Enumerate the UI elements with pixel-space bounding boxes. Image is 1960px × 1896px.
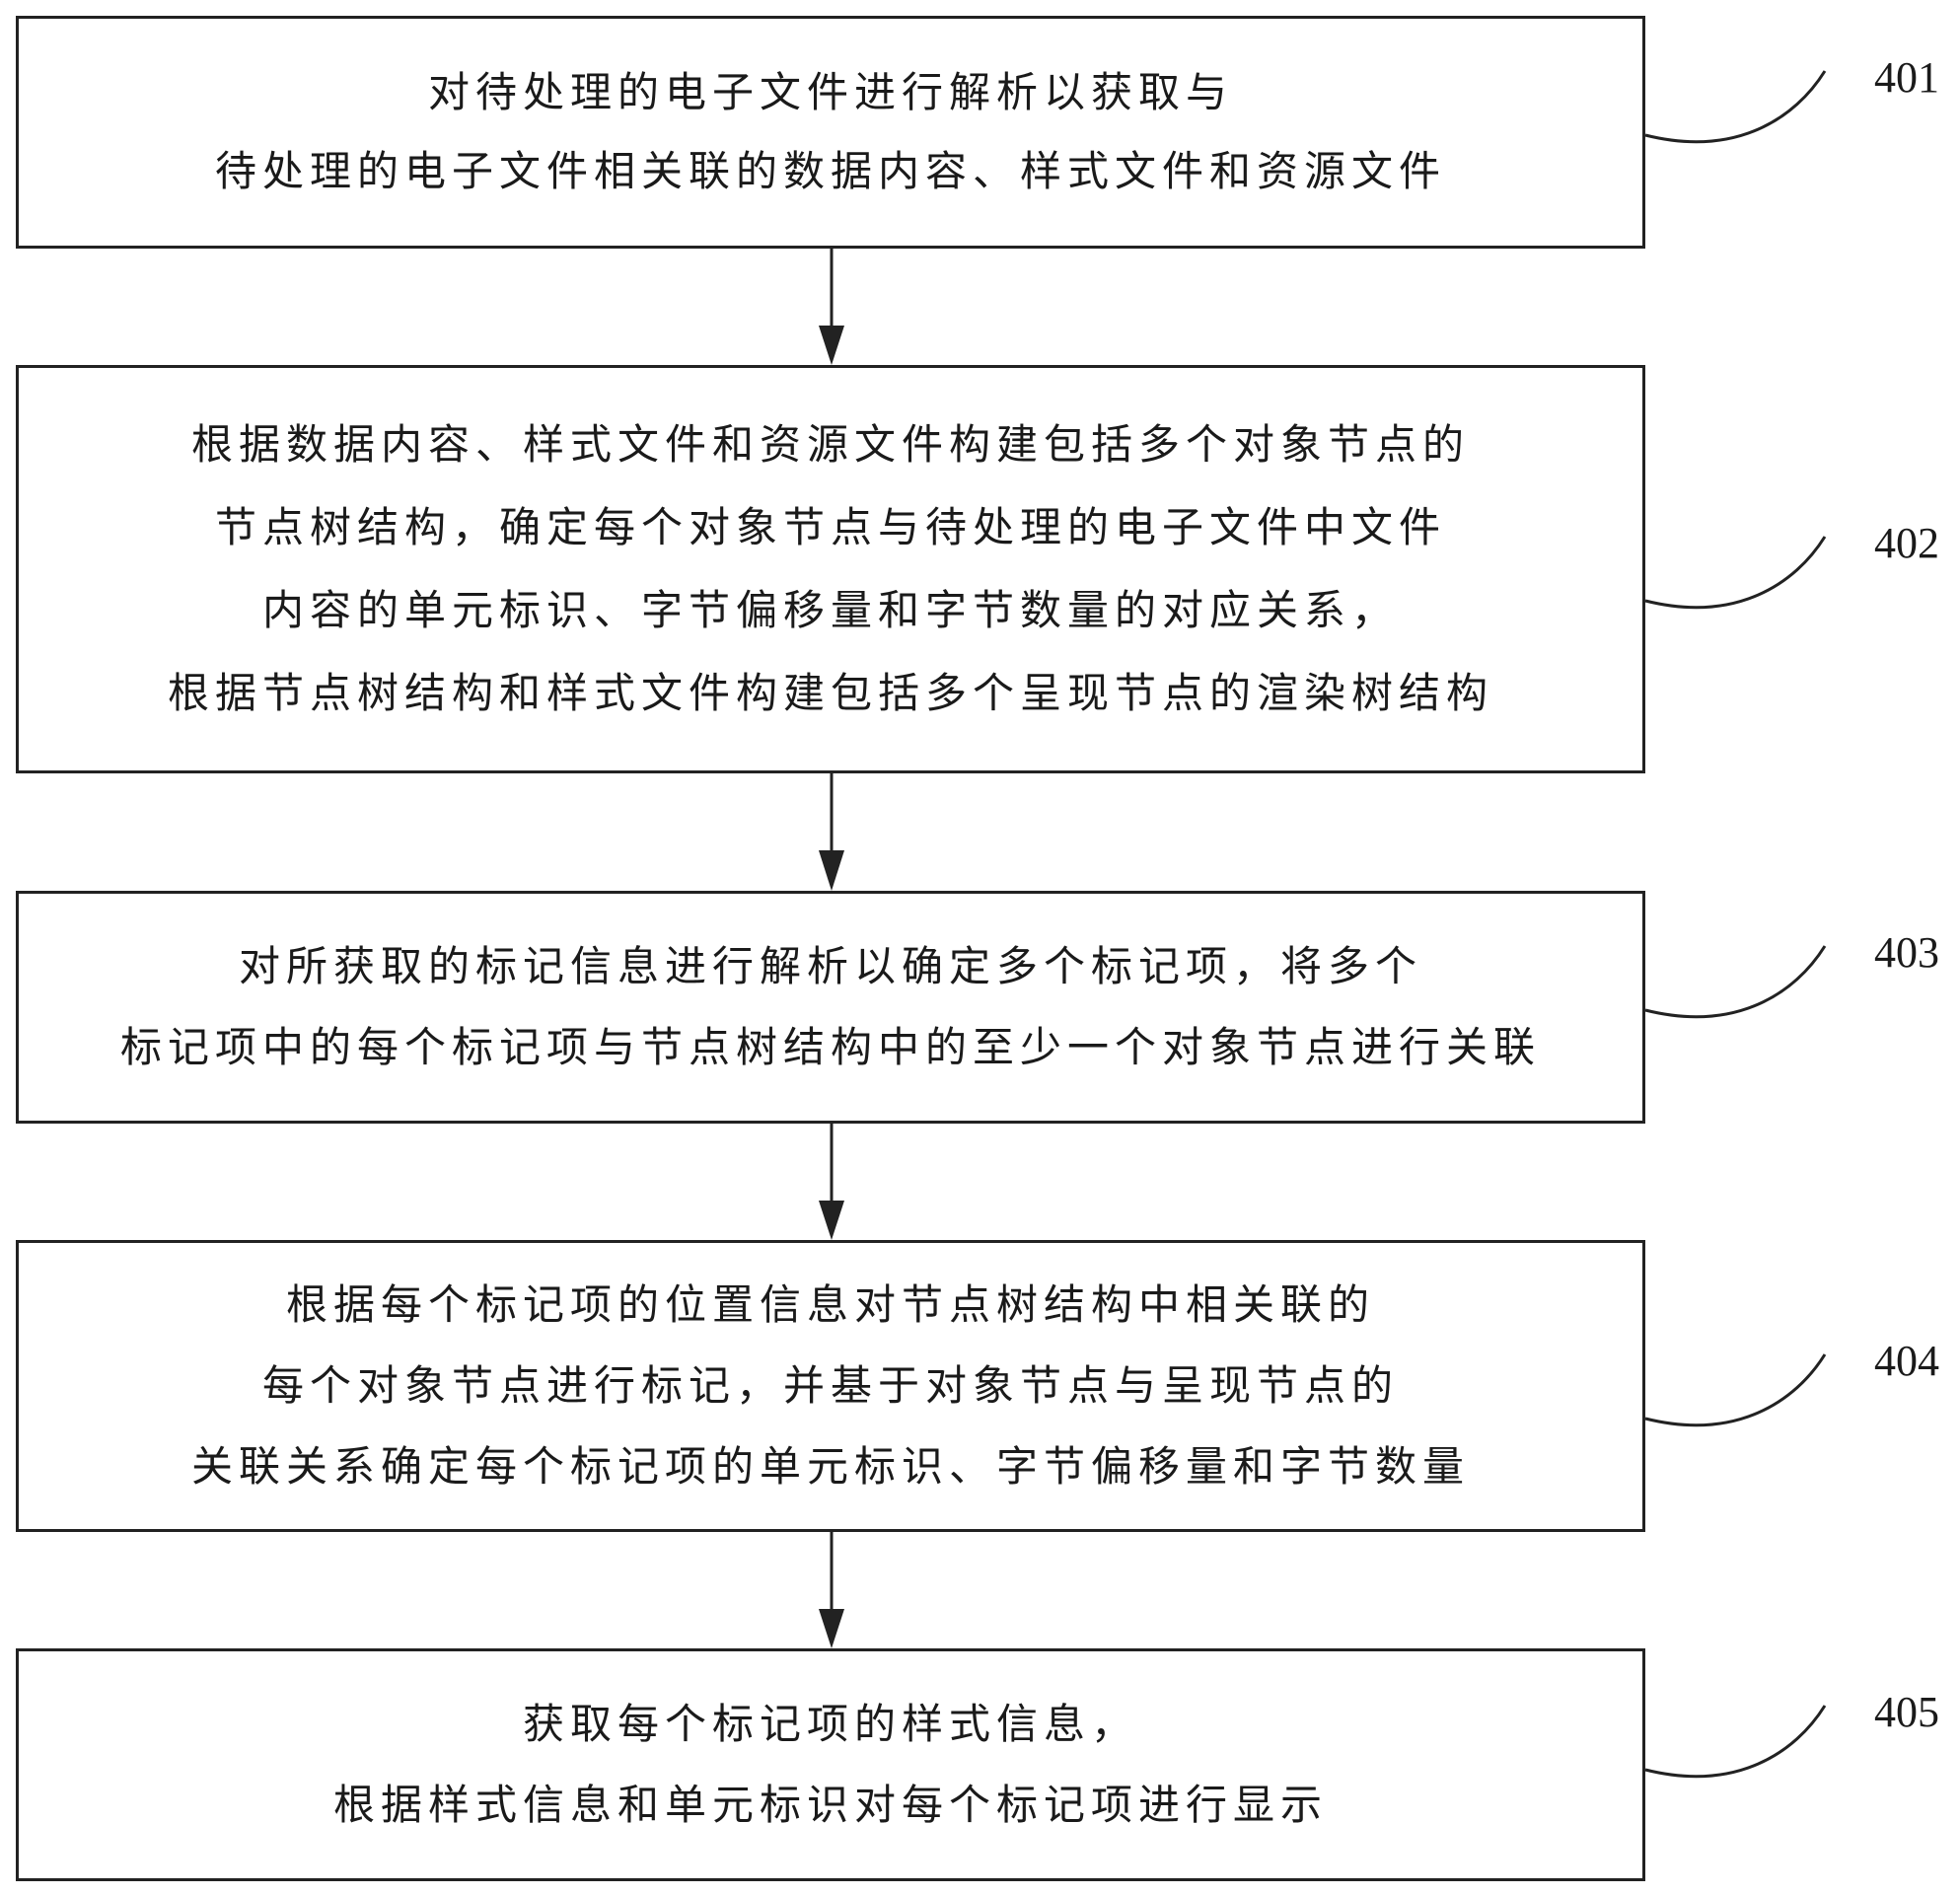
step-401-text-line-2: 待处理的电子文件相关联的数据内容、样式文件和资源文件 xyxy=(214,147,1446,195)
arrow-404-to-405-head xyxy=(819,1609,844,1648)
arrow-402-to-403-head xyxy=(819,850,844,891)
step-402-box: 根据数据内容、样式文件和资源文件构建包括多个对象节点的 节点树结构，确定每个对象… xyxy=(16,365,1645,773)
step-404-text-line-2: 每个对象节点进行标记，并基于对象节点与呈现节点的 xyxy=(261,1361,1399,1410)
step-401-leader-line xyxy=(1644,70,1827,144)
step-405-box: 获取每个标记项的样式信息， 根据样式信息和单元标识对每个标记项进行显示 xyxy=(16,1648,1645,1881)
arrow-403-to-404-head xyxy=(819,1201,844,1240)
step-405-leader-line xyxy=(1644,1705,1827,1779)
step-401-text-line-1: 对待处理的电子文件进行解析以获取与 xyxy=(427,68,1233,116)
step-404-ref-label: 404 xyxy=(1874,1337,1939,1385)
step-404-box: 根据每个标记项的位置信息对节点树结构中相关联的 每个对象节点进行标记，并基于对象… xyxy=(16,1240,1645,1532)
step-401-box: 对待处理的电子文件进行解析以获取与 待处理的电子文件相关联的数据内容、样式文件和… xyxy=(16,16,1645,249)
step-402-text-line-4: 根据节点树结构和样式文件构建包括多个呈现节点的渲染树结构 xyxy=(167,669,1493,717)
step-404-text-line-1: 根据每个标记项的位置信息对节点树结构中相关联的 xyxy=(285,1280,1375,1329)
arrow-401-to-402-head xyxy=(819,326,844,365)
step-405-ref-label: 405 xyxy=(1874,1688,1939,1736)
step-403-box: 对所获取的标记信息进行解析以确定多个标记项，将多个 标记项中的每个标记项与节点树… xyxy=(16,891,1645,1124)
step-404-leader-line xyxy=(1644,1353,1827,1427)
step-404-text-line-3: 关联关系确定每个标记项的单元标识、字节偏移量和字节数量 xyxy=(190,1442,1470,1491)
step-402-text-line-3: 内容的单元标识、字节偏移量和字节数量的对应关系， xyxy=(261,586,1399,634)
step-402-leader-line xyxy=(1644,536,1827,610)
step-403-text-line-2: 标记项中的每个标记项与节点树结构中的至少一个对象节点进行关联 xyxy=(119,1023,1541,1071)
step-403-ref-label: 403 xyxy=(1874,928,1939,977)
step-405-text-line-2: 根据样式信息和单元标识对每个标记项进行显示 xyxy=(332,1781,1328,1829)
step-402-ref-label: 402 xyxy=(1874,519,1939,567)
step-403-leader-line xyxy=(1644,945,1827,1019)
step-402-text-line-1: 根据数据内容、样式文件和资源文件构建包括多个对象节点的 xyxy=(190,420,1470,469)
step-405-text-line-1: 获取每个标记项的样式信息， xyxy=(522,1700,1138,1748)
step-402-text-line-2: 节点树结构，确定每个对象节点与待处理的电子文件中文件 xyxy=(214,503,1446,551)
step-403-text-line-1: 对所获取的标记信息进行解析以确定多个标记项，将多个 xyxy=(238,942,1422,990)
step-401-ref-label: 401 xyxy=(1874,53,1939,102)
